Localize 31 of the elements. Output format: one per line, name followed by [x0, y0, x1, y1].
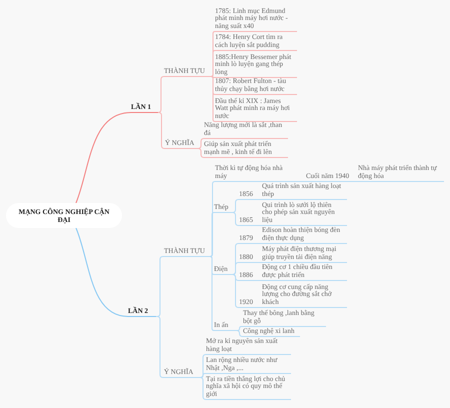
- branch-line: [210, 212, 214, 257]
- branch-line: [210, 50, 216, 77]
- branch-line: [236, 326, 244, 331]
- branch-line: [158, 112, 166, 149]
- branch-line: [258, 307, 262, 308]
- branch-line: [258, 280, 262, 281]
- branch-line: [76, 112, 132, 204]
- branch-line: [352, 181, 358, 182]
- branch-line: [158, 76, 164, 113]
- branch-line: [200, 354, 206, 378]
- branch-line: [232, 274, 240, 308]
- branch-line: [258, 199, 262, 200]
- branch-line: [258, 225, 262, 226]
- branch-line: [210, 256, 214, 331]
- branch-line: [210, 76, 216, 78]
- branch-line: [210, 76, 216, 122]
- branch-line: [200, 377, 206, 400]
- branch-line: [232, 262, 240, 275]
- branch-line: [198, 138, 204, 149]
- branch-line: [156, 316, 164, 378]
- branch-line: [292, 181, 298, 182]
- branch-line: [210, 181, 216, 257]
- branch-line: [258, 243, 262, 244]
- branch-line: [156, 256, 164, 317]
- branch-line: [258, 262, 262, 263]
- branch-line: [76, 228, 128, 317]
- branch-line: [198, 148, 204, 158]
- branch-line: [232, 212, 240, 226]
- branch-line: [236, 330, 244, 337]
- branch-line: [232, 199, 240, 213]
- branch-line: [200, 373, 206, 378]
